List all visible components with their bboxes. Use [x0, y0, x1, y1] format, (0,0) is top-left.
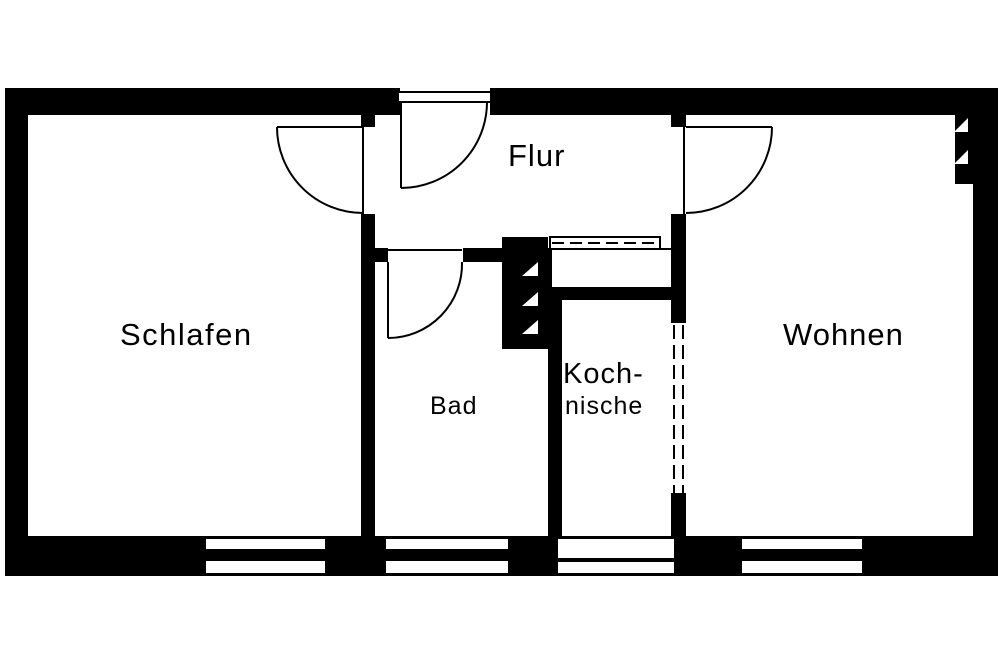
room-labels: Schlafen Flur Bad Koch- nische Wohnen	[120, 138, 904, 420]
window-bad	[384, 537, 510, 575]
shaft-wohnen	[954, 115, 973, 184]
label-wohnen: Wohnen	[783, 317, 904, 352]
door-bad	[387, 249, 464, 339]
room-interiors	[28, 88, 973, 536]
room-flur	[375, 115, 671, 248]
label-schlafen: Schlafen	[120, 317, 253, 352]
shaft-wohnen-mark-2	[954, 150, 968, 164]
window-wohnen	[740, 537, 864, 575]
window-kochnische	[556, 537, 676, 575]
door-bad-swing	[387, 261, 464, 339]
windows	[204, 537, 864, 575]
shaft-bad	[502, 237, 548, 349]
opening-schlafen-flur	[361, 127, 375, 214]
opening-flur-wohnen	[671, 127, 686, 214]
entrance-door-swing	[400, 101, 488, 189]
window-wohnen-pane-bottom	[740, 559, 864, 575]
door-schlafen-swing	[276, 126, 364, 214]
label-bad: Bad	[430, 392, 477, 420]
entrance-door-frame	[397, 91, 492, 103]
label-kochnische-line2: nische	[565, 392, 643, 420]
shaft-bad-mark-3	[522, 320, 538, 334]
room-kochnische	[562, 300, 671, 536]
room-vorraum	[552, 250, 671, 287]
kitchen-pass-through-frame	[549, 236, 661, 250]
kitchen-partition	[673, 325, 684, 493]
shaft-bad-block	[502, 237, 548, 349]
window-schlafen	[204, 537, 327, 575]
shaft-bad-mark-1	[522, 262, 538, 276]
window-schlafen-pane-top	[204, 537, 327, 551]
window-bad-pane-bottom	[384, 559, 510, 575]
window-schlafen-pane-bottom	[204, 559, 327, 575]
shaft-wohnen-mark-1	[954, 118, 968, 132]
label-kochnische-line1: Koch-	[563, 358, 644, 390]
opening-flur-bad	[388, 248, 463, 262]
window-kochnische-pane-top	[556, 537, 676, 560]
door-schlafen	[276, 126, 364, 214]
entrance-door	[397, 91, 492, 189]
room-wohnen	[686, 115, 973, 536]
door-wohnen-swing	[685, 126, 773, 214]
door-wohnen	[683, 126, 773, 214]
shaft-bad-mark-2	[522, 292, 538, 306]
label-flur: Flur	[508, 138, 565, 173]
shaft-wohnen-block	[955, 115, 973, 184]
room-schlafen	[28, 115, 361, 536]
kitchen-pass-through	[549, 236, 661, 250]
window-bad-pane-top	[384, 537, 510, 551]
window-wohnen-pane-top	[740, 537, 864, 551]
window-kochnische-pane-bottom	[556, 560, 676, 575]
